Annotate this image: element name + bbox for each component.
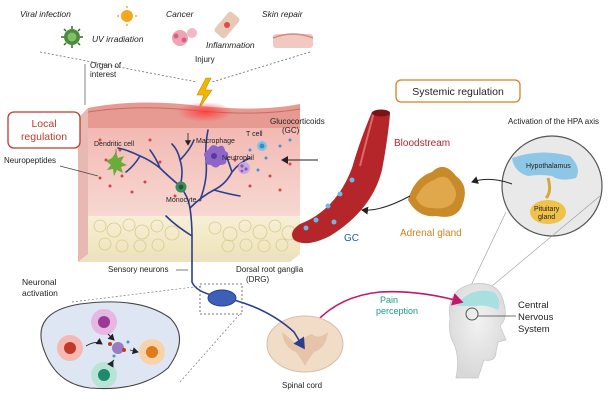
label-injury: Injury <box>195 55 215 64</box>
label-sensory-neurons: Sensory neurons <box>108 265 168 274</box>
label-drg-1: Dorsal root ganglia <box>236 265 304 274</box>
label-dendritic-cell: Dendritic cell <box>94 141 135 148</box>
hpa-zoom-circle <box>501 135 603 237</box>
dendritic-cell-icon <box>106 152 127 176</box>
human-head <box>449 283 507 379</box>
label-adrenal-gland: Adrenal gland <box>400 228 462 239</box>
triggers-row: Viral infection UV irradiation Cancer <box>20 6 314 50</box>
label-t-cell: T cell <box>246 131 263 138</box>
label-neuronal-activation-2: activation <box>22 288 58 298</box>
label-local-regulation-2: regulation <box>21 131 67 143</box>
label-glucocorticoids-1: Glucocorticoids <box>270 117 325 126</box>
systemic-regulation-box <box>395 79 521 103</box>
lightning-icon <box>196 77 213 111</box>
label-gc: GC <box>344 233 359 244</box>
label-bloodstream: Bloodstream <box>394 138 450 149</box>
label-hypothalamus: Hypothalamus <box>526 163 571 170</box>
label-uv-irradiation: UV irradiation <box>92 34 144 44</box>
label-local-regulation-1: Local <box>31 118 56 130</box>
label-pituitary-2: gland <box>538 214 555 221</box>
label-hpa-title: Activation of the HPA axis <box>508 117 599 126</box>
label-monocyte: Monocyte <box>166 197 196 204</box>
label-viral-infection: Viral infection <box>20 9 71 19</box>
neutrophil-icon <box>238 162 250 174</box>
label-inflammation: Inflammation <box>206 40 255 50</box>
spinal-cord <box>266 315 344 373</box>
pain-pathway-arrow <box>315 290 464 323</box>
label-neuropeptides: Neuropeptides <box>4 156 56 165</box>
virus-icon <box>61 26 83 48</box>
label-systemic-regulation: Systemic regulation <box>412 86 504 98</box>
label-organ-of-interest-1: Organ of <box>90 61 122 70</box>
label-glucocorticoids-2: (GC) <box>282 126 300 135</box>
drg-zoom-box <box>199 283 243 315</box>
skin-repair-icon <box>272 33 314 48</box>
label-pituitary-1: Pituitary <box>534 206 560 213</box>
label-spinal-cord: Spinal cord <box>282 381 322 390</box>
neuronal-activation-oval <box>40 301 181 390</box>
drg-ganglion <box>207 289 237 307</box>
label-cns-1: Central <box>518 300 549 311</box>
label-macrophage: Macrophage <box>196 138 235 145</box>
monocyte-icon <box>175 181 187 193</box>
blood-vessel <box>292 109 390 244</box>
t-cell-icon <box>257 141 267 151</box>
label-drg-2: (DRG) <box>246 275 269 284</box>
skin-tissue <box>78 102 301 262</box>
label-pain-perception-2: perception <box>376 306 418 316</box>
macrophage-icon <box>203 145 229 168</box>
label-pain-perception-1: Pain <box>380 295 398 305</box>
cancer-cells-icon <box>172 28 197 46</box>
local-regulation-box <box>7 111 81 149</box>
gc-dots-skin <box>248 138 292 172</box>
label-neutrophil: Neutrophil <box>222 155 254 162</box>
label-neuronal-activation-1: Neuronal <box>22 277 57 287</box>
label-cns-2: Nervous <box>518 312 554 323</box>
bandage-icon <box>214 11 240 39</box>
adrenal-gland-icon <box>408 166 465 217</box>
label-cancer: Cancer <box>166 9 195 19</box>
label-cns-3: System <box>518 324 550 335</box>
label-organ-of-interest-2: interest <box>90 70 117 79</box>
sun-icon <box>117 6 137 26</box>
label-skin-repair: Skin repair <box>262 9 304 19</box>
